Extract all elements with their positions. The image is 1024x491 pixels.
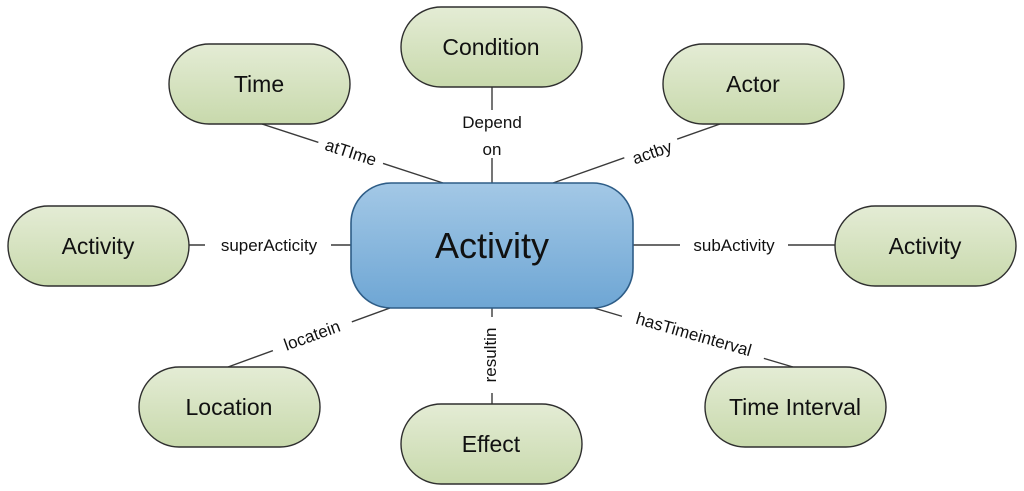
edge-label-has-time-interval: hasTimeinterval — [619, 304, 768, 365]
node-actor: Actor — [662, 43, 845, 125]
node-center-label: Activity — [435, 225, 549, 266]
svg-text:hasTimeinterval: hasTimeinterval — [634, 309, 754, 360]
node-condition: Condition — [400, 6, 583, 88]
edge-label-on: on — [483, 140, 502, 159]
edge-label-sub-activity: subActivity — [680, 234, 788, 256]
node-time: Time — [168, 43, 351, 125]
edge-label-actby: actby — [622, 133, 682, 171]
edge-label-depend: Depend — [462, 113, 522, 132]
svg-text:locatein: locatein — [281, 317, 343, 355]
svg-text:actby: actby — [630, 137, 675, 168]
node-condition-label: Condition — [442, 34, 539, 60]
node-effect-label: Effect — [462, 431, 521, 457]
edge-label-at-time: atTIme — [315, 132, 387, 173]
node-center-activity: Activity — [350, 182, 634, 309]
node-location-label: Location — [186, 394, 273, 420]
svg-text:atTIme: atTIme — [323, 135, 379, 169]
node-activity-right: Activity — [834, 205, 1017, 287]
node-effect: Effect — [400, 403, 583, 485]
svg-text:resultin: resultin — [481, 328, 500, 383]
node-location: Location — [138, 366, 321, 448]
edge-label-locatein: locatein — [269, 311, 355, 359]
node-time-interval: Time Interval — [704, 366, 887, 448]
node-actor-label: Actor — [726, 71, 780, 97]
node-activity-left: Activity — [7, 205, 190, 287]
edge-label-super-activity: superActicity — [205, 234, 331, 256]
svg-text:superActicity: superActicity — [221, 236, 318, 255]
node-time-interval-label: Time Interval — [729, 394, 861, 420]
svg-text:subActivity: subActivity — [693, 236, 775, 255]
node-time-label: Time — [234, 71, 284, 97]
edge-label-depend-on: Depend on — [450, 110, 534, 159]
node-activity-right-label: Activity — [889, 233, 962, 259]
node-activity-left-label: Activity — [62, 233, 135, 259]
edge-label-resultin: resultin — [480, 317, 500, 393]
